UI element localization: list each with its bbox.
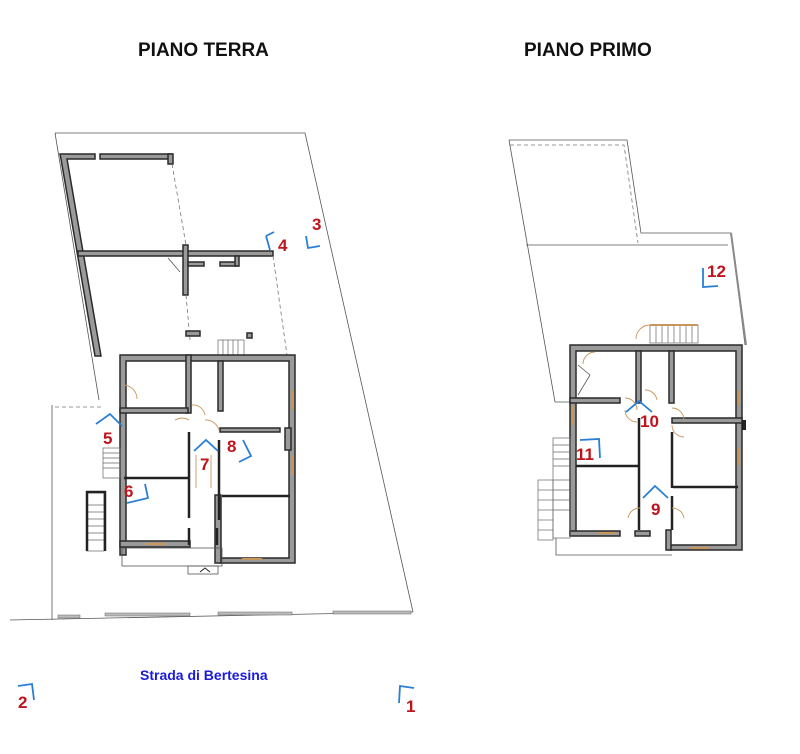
view-arrow-9: [642, 484, 669, 499]
street-label: Strada di Bertesina: [140, 667, 268, 683]
view-marker-9: 9: [651, 500, 661, 519]
first-floor-title: PIANO PRIMO: [524, 40, 652, 61]
ground-floor-side-stair: [86, 447, 121, 552]
view-arrow-3: [305, 235, 321, 250]
view-marker-12: 12: [707, 262, 726, 281]
view-marker-1: 1: [406, 697, 416, 716]
view-arrow-2: [17, 682, 35, 701]
view-arrow-7: [193, 438, 219, 452]
view-marker-7: 7: [200, 455, 210, 474]
view-marker-6: 6: [124, 482, 134, 501]
view-arrow-5: [95, 412, 123, 427]
view-arrow-6: [126, 483, 150, 504]
view-arrow-11: [579, 438, 601, 459]
view-marker-5: 5: [103, 429, 113, 448]
first-floor-side-stair: [537, 437, 571, 541]
first-floor-top-stair: [649, 324, 699, 344]
first-floor-plan: [508, 139, 747, 556]
first-floor-roof-outline: [509, 139, 746, 346]
view-arrow-4: [265, 231, 275, 251]
view-marker-4: 4: [278, 236, 288, 255]
view-arrow-10: [625, 399, 653, 413]
view-marker-2: 2: [18, 693, 28, 712]
house-outer-wall: [119, 354, 296, 564]
view-marker-10: 10: [640, 412, 659, 431]
view-arrow-12: [702, 268, 719, 288]
view-marker-11: 11: [576, 445, 594, 464]
ground-floor-exterior-stair: [217, 339, 245, 356]
lot-boundary: [55, 132, 414, 613]
view-marker-3: 3: [312, 215, 322, 234]
view-arrow-1: [398, 684, 415, 704]
view-marker-8: 8: [227, 437, 237, 456]
ground-floor-plan: [9, 132, 415, 704]
ground-floor-title: PIANO TERRA: [138, 40, 269, 61]
outbuilding-divider-wall: [77, 250, 274, 257]
view-arrow-8: [238, 439, 253, 463]
first-floor-outer-wall: [569, 344, 743, 551]
